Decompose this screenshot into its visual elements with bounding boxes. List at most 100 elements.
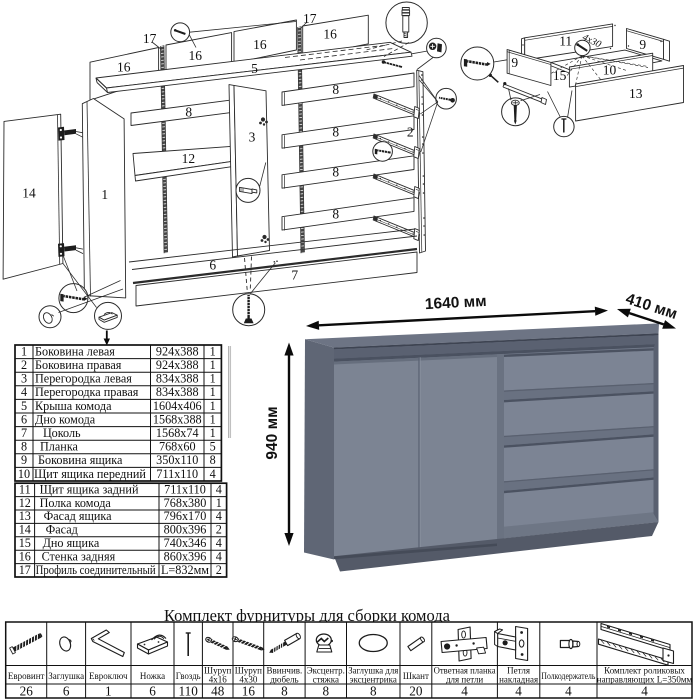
svg-text:1: 1 bbox=[101, 187, 108, 202]
svg-text:711х110: 711х110 bbox=[156, 467, 198, 481]
svg-text:Фасад: Фасад bbox=[46, 523, 78, 537]
svg-text:4: 4 bbox=[216, 509, 222, 523]
svg-text:2: 2 bbox=[216, 563, 222, 577]
svg-text:Стенка задняя: Стенка задняя bbox=[42, 549, 116, 563]
svg-text:1604х406: 1604х406 bbox=[153, 399, 202, 413]
svg-text:Дно ящика: Дно ящика bbox=[43, 536, 100, 550]
svg-text:4: 4 bbox=[641, 683, 648, 698]
svg-text:1: 1 bbox=[210, 372, 216, 386]
svg-text:4: 4 bbox=[216, 536, 222, 550]
svg-text:1: 1 bbox=[216, 496, 222, 510]
svg-text:12: 12 bbox=[182, 151, 196, 166]
svg-text:Комплект фурнитуры для сборки: Комплект фурнитуры для сборки комода bbox=[164, 606, 451, 625]
svg-text:Щит ящика задний: Щит ящика задний bbox=[40, 482, 139, 496]
svg-text:3: 3 bbox=[21, 372, 27, 386]
svg-text:Евроключ: Евроключ bbox=[89, 671, 128, 681]
svg-text:5: 5 bbox=[210, 440, 216, 454]
svg-text:направляющих L=350мм: направляющих L=350мм bbox=[597, 674, 693, 684]
svg-text:16: 16 bbox=[242, 683, 256, 698]
svg-text:Комплект роликовых: Комплект роликовых bbox=[604, 666, 685, 676]
svg-text:6: 6 bbox=[149, 683, 156, 698]
svg-text:1: 1 bbox=[210, 344, 216, 358]
svg-text:834х388: 834х388 bbox=[156, 385, 199, 399]
svg-text:Боковина правая: Боковина правая bbox=[35, 358, 122, 372]
svg-text:Ножка: Ножка bbox=[140, 671, 165, 681]
svg-text:Боковина левая: Боковина левая bbox=[35, 344, 115, 358]
svg-text:1: 1 bbox=[21, 344, 27, 358]
svg-text:16: 16 bbox=[189, 48, 203, 63]
svg-text:Фасад ящика: Фасад ящика bbox=[44, 509, 113, 523]
svg-text:4: 4 bbox=[210, 467, 216, 481]
svg-text:6: 6 bbox=[63, 683, 70, 698]
svg-text:Заглушка: Заглушка bbox=[48, 671, 84, 681]
svg-text:4: 4 bbox=[461, 683, 468, 698]
svg-text:12: 12 bbox=[19, 496, 31, 510]
svg-text:4х30: 4х30 bbox=[239, 674, 258, 684]
svg-text:5: 5 bbox=[251, 61, 258, 76]
svg-text:8: 8 bbox=[370, 683, 377, 698]
svg-text:6: 6 bbox=[21, 412, 27, 426]
svg-text:1: 1 bbox=[210, 426, 216, 440]
svg-text:20: 20 bbox=[409, 683, 423, 698]
svg-text:350х110: 350х110 bbox=[156, 453, 198, 467]
svg-text:7: 7 bbox=[21, 426, 27, 440]
svg-text:1: 1 bbox=[210, 358, 216, 372]
svg-text:1: 1 bbox=[210, 399, 216, 413]
svg-text:924х388: 924х388 bbox=[156, 358, 199, 372]
svg-text:Полка комода: Полка комода bbox=[40, 496, 112, 510]
svg-text:Профиль соединительный: Профиль соединительный bbox=[36, 563, 156, 577]
svg-text:17: 17 bbox=[303, 11, 317, 26]
svg-text:Гвоздь: Гвоздь bbox=[176, 671, 201, 681]
svg-text:740х346: 740х346 bbox=[164, 536, 207, 550]
svg-text:17: 17 bbox=[143, 31, 157, 46]
svg-text:13: 13 bbox=[19, 509, 31, 523]
svg-text:Шкант: Шкант bbox=[403, 671, 429, 681]
svg-text:4: 4 bbox=[216, 549, 222, 563]
svg-text:11: 11 bbox=[19, 482, 31, 496]
svg-text:Крыша комода: Крыша комода bbox=[35, 399, 112, 413]
svg-text:8: 8 bbox=[210, 453, 216, 467]
svg-text:16: 16 bbox=[19, 549, 31, 563]
svg-text:26: 26 bbox=[20, 683, 34, 698]
svg-text:9: 9 bbox=[639, 37, 646, 52]
svg-text:Ввинчив.: Ввинчив. bbox=[267, 666, 303, 676]
svg-text:Перегородка правая: Перегородка правая bbox=[35, 385, 139, 399]
svg-text:8: 8 bbox=[332, 165, 339, 180]
svg-text:14: 14 bbox=[19, 523, 31, 537]
svg-text:8: 8 bbox=[281, 683, 288, 698]
svg-text:3: 3 bbox=[249, 130, 256, 145]
svg-text:Заглушка для: Заглушка для bbox=[348, 666, 398, 676]
svg-text:1640 мм: 1640 мм bbox=[424, 293, 487, 313]
svg-text:10: 10 bbox=[18, 467, 30, 481]
svg-text:8: 8 bbox=[323, 683, 330, 698]
svg-text:8: 8 bbox=[185, 105, 192, 120]
svg-text:5: 5 bbox=[21, 399, 27, 413]
svg-text:48: 48 bbox=[211, 683, 225, 698]
svg-text:10: 10 bbox=[603, 63, 617, 78]
svg-text:11: 11 bbox=[559, 33, 572, 48]
svg-text:L=832мм: L=832мм bbox=[161, 563, 209, 577]
svg-text:Ответная планка: Ответная планка bbox=[434, 666, 496, 676]
svg-text:Полкодержатель: Полкодержатель bbox=[541, 671, 595, 681]
svg-text:796х170: 796х170 bbox=[164, 509, 207, 523]
svg-text:800х396: 800х396 bbox=[164, 523, 207, 537]
svg-text:Цоколь: Цоколь bbox=[43, 426, 81, 440]
svg-text:Дно комода: Дно комода bbox=[35, 412, 96, 426]
svg-text:15: 15 bbox=[19, 536, 31, 550]
svg-text:16: 16 bbox=[253, 37, 267, 52]
svg-text:8: 8 bbox=[332, 125, 339, 140]
svg-text:768х60: 768х60 bbox=[159, 440, 196, 454]
svg-text:924х388: 924х388 bbox=[156, 344, 199, 358]
svg-text:16: 16 bbox=[323, 26, 337, 41]
svg-text:6: 6 bbox=[209, 257, 216, 272]
svg-text:17: 17 bbox=[19, 563, 31, 577]
svg-text:15: 15 bbox=[553, 68, 567, 83]
svg-text:4: 4 bbox=[515, 683, 522, 698]
svg-text:Евровинт: Евровинт bbox=[8, 671, 45, 681]
svg-text:2: 2 bbox=[216, 523, 222, 537]
svg-text:Шуруп: Шуруп bbox=[204, 666, 231, 676]
svg-text:14: 14 bbox=[22, 186, 36, 201]
svg-text:Перегородка левая: Перегородка левая bbox=[35, 372, 132, 386]
svg-text:для петли: для петли bbox=[446, 674, 483, 684]
svg-text:Планка: Планка bbox=[40, 440, 79, 454]
